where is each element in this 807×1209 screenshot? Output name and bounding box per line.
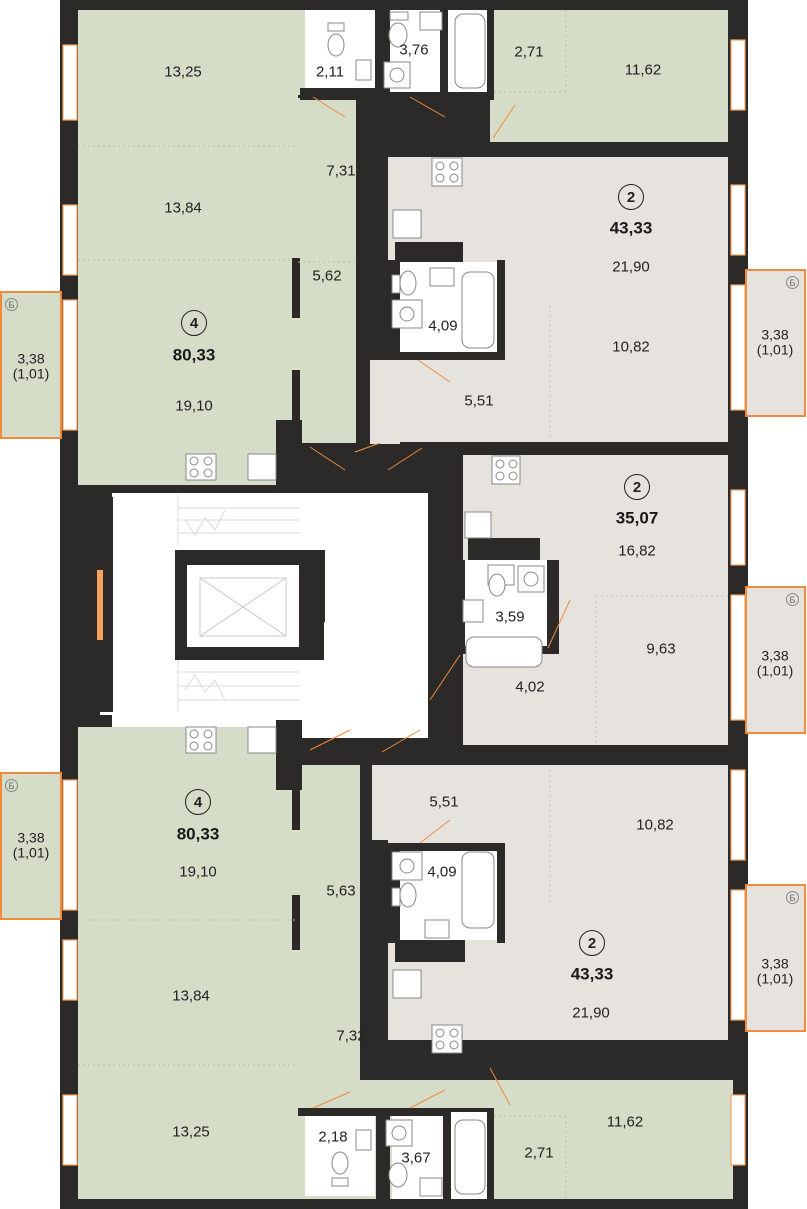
area-7-32: 7,32 bbox=[336, 1027, 366, 1045]
balconies bbox=[0, 291, 62, 920]
area-4-09-bot: 4,09 bbox=[427, 863, 457, 881]
area-13-25-bot: 13,25 bbox=[172, 1123, 210, 1141]
rooms-badge-mid-right: 2 bbox=[624, 474, 650, 500]
area-3-67: 3,67 bbox=[401, 1149, 431, 1167]
balcony-area: 3,38 bbox=[761, 326, 789, 343]
area-19-10-bot: 19,10 bbox=[179, 863, 217, 881]
balcony-mark: Б bbox=[786, 593, 799, 606]
apt-area-top-right: 43,33 bbox=[609, 218, 653, 238]
balcony-left-bottom bbox=[0, 772, 62, 920]
balcony-label: 3,38 (1,01) bbox=[12, 829, 50, 862]
area-7-31: 7,31 bbox=[326, 162, 356, 180]
stairs bbox=[177, 495, 300, 712]
apt-top-right-extension bbox=[490, 10, 728, 142]
area-2-71-bot: 2,71 bbox=[524, 1144, 554, 1162]
area-2-18: 2,18 bbox=[318, 1128, 348, 1146]
balcony-area: 3,38 bbox=[761, 647, 789, 664]
balcony-mark: Б bbox=[5, 298, 18, 311]
windows bbox=[62, 39, 746, 1166]
area-21-90-top: 21,90 bbox=[612, 258, 650, 276]
area-5-51-top: 5,51 bbox=[464, 392, 494, 410]
fixtures bbox=[185, 11, 545, 1197]
elevator-shaft bbox=[187, 565, 299, 647]
rooms-badge-top-left: 4 bbox=[181, 310, 207, 336]
area-13-84-bot: 13,84 bbox=[172, 987, 210, 1005]
balcony-coef: (1,01) bbox=[12, 845, 50, 861]
balcony-coef: (1,01) bbox=[12, 366, 50, 382]
area-5-63: 5,63 bbox=[326, 882, 356, 900]
area-3-76: 3,76 bbox=[399, 41, 429, 59]
area-10-82-top: 10,82 bbox=[612, 338, 650, 356]
balcony-right-top bbox=[745, 269, 806, 417]
area-13-84-top: 13,84 bbox=[164, 199, 202, 217]
area-9-63: 9,63 bbox=[646, 640, 676, 658]
area-13-25-top: 13,25 bbox=[164, 63, 202, 81]
area-19-10-top: 19,10 bbox=[175, 397, 213, 415]
balcony-coef: (1,01) bbox=[756, 663, 794, 679]
balcony-right-mid bbox=[745, 586, 806, 734]
balcony-left-top bbox=[0, 291, 62, 439]
rooms-badge-top-right: 2 bbox=[618, 184, 644, 210]
apt-area-bottom-left: 80,33 bbox=[176, 824, 220, 844]
apt-area-mid-right: 35,07 bbox=[615, 508, 659, 528]
area-21-90-bot: 21,90 bbox=[572, 1004, 610, 1022]
balcony-mark: Б bbox=[786, 276, 799, 289]
balcony-area: 3,38 bbox=[17, 829, 45, 846]
area-5-62: 5,62 bbox=[312, 267, 342, 285]
area-16-82: 16,82 bbox=[618, 542, 656, 560]
area-2-11: 2,11 bbox=[315, 63, 345, 81]
area-11-62-bot: 11,62 bbox=[606, 1113, 644, 1131]
area-11-62-top: 11,62 bbox=[624, 61, 662, 79]
area-5-51-bot: 5,51 bbox=[429, 793, 459, 811]
apt-area-bottom-right: 43,33 bbox=[570, 964, 614, 984]
balcony-label: 3,38 (1,01) bbox=[12, 350, 50, 383]
area-4-02: 4,02 bbox=[515, 678, 545, 696]
balcony-coef: (1,01) bbox=[756, 971, 794, 987]
balcony-area: 3,38 bbox=[17, 350, 45, 367]
area-2-71-top: 2,71 bbox=[514, 43, 544, 61]
balcony-right-bottom bbox=[745, 884, 806, 1032]
balcony-coef: (1,01) bbox=[756, 342, 794, 358]
apt-area-top-left: 80,33 bbox=[172, 345, 216, 365]
door-swings bbox=[309, 96, 571, 1109]
area-3-59: 3,59 bbox=[495, 608, 525, 626]
balcony-area: 3,38 bbox=[761, 955, 789, 972]
apt-top-left bbox=[78, 10, 298, 485]
balcony-label: 3,38 (1,01) bbox=[756, 955, 794, 988]
area-4-09-top: 4,09 bbox=[428, 317, 458, 335]
rooms-badge-bottom-right: 2 bbox=[579, 930, 605, 956]
balcony-label: 3,38 (1,01) bbox=[756, 647, 794, 680]
balcony-mark: Б bbox=[5, 779, 18, 792]
area-10-82-bot: 10,82 bbox=[636, 816, 674, 834]
rooms-badge-bottom-left: 4 bbox=[185, 789, 211, 815]
balcony-mark: Б bbox=[786, 891, 799, 904]
balcony-label: 3,38 (1,01) bbox=[756, 326, 794, 359]
